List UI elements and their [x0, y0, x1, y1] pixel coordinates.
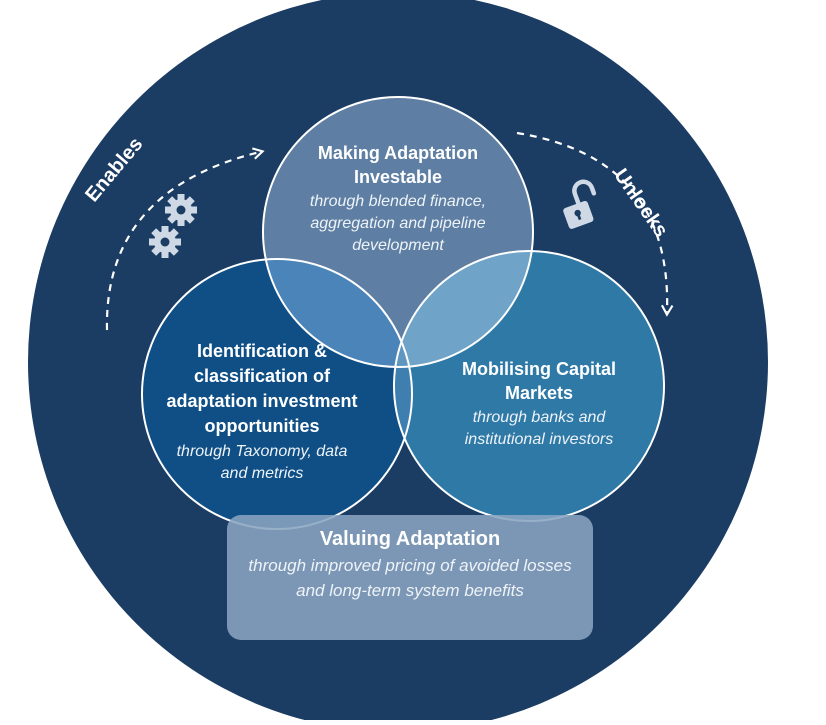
foundation-title: Valuing Adaptation	[319, 528, 501, 550]
circle-right-subtitle: through banks and institutional investor…	[464, 409, 614, 448]
circle-right-text: Mobilising Capital Markets through banks…	[446, 357, 632, 451]
circle-top-subtitle: through blended finance, aggregation and…	[309, 193, 487, 254]
circle-left-text: Identification & classification of adapt…	[146, 339, 378, 485]
circle-top-title: Making Adaptation Investable	[317, 143, 479, 187]
unlocks-arrow	[516, 131, 674, 317]
gears-icon	[149, 194, 197, 258]
foundation-text: Valuing Adaptation through improved pric…	[237, 526, 583, 603]
circle-right-title: Mobilising Capital Markets	[461, 359, 616, 403]
overlap-top-left	[263, 259, 412, 367]
foundation-subtitle: through improved pricing of avoided loss…	[248, 556, 572, 600]
overlap-top-right	[394, 251, 533, 367]
circle-left-subtitle: through Taxonomy, data and metrics	[176, 443, 348, 482]
foundation-box	[227, 515, 593, 640]
circle-top-outline	[262, 96, 534, 368]
circle-top-text: Making Adaptation Investable through ble…	[298, 141, 498, 257]
enables-arrow	[105, 147, 265, 331]
circle-left-title: Identification & classification of adapt…	[166, 341, 358, 436]
unlocked-padlock-icon	[563, 179, 597, 229]
